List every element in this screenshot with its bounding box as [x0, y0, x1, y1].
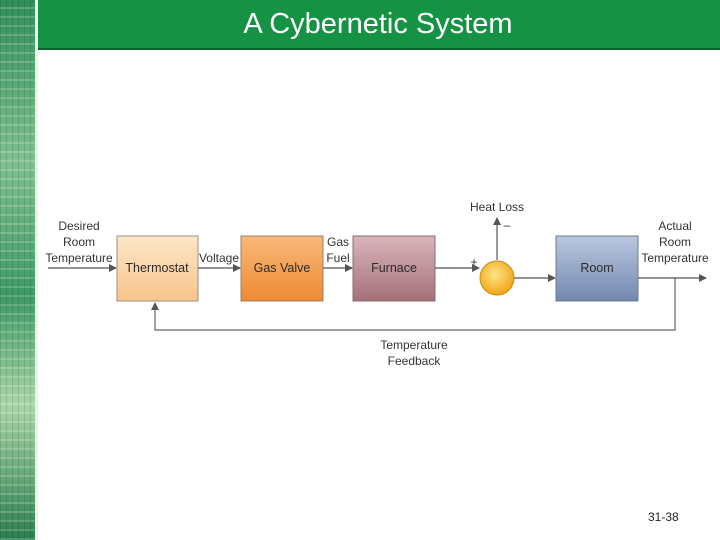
thermostat-block	[116, 235, 199, 302]
heat-loss-label: Heat Loss	[470, 200, 524, 214]
voltage-label: Voltage	[199, 251, 239, 265]
title-bar: A Cybernetic System	[38, 0, 720, 50]
actual-label-line2: Room	[659, 235, 691, 249]
room-label: Room	[580, 261, 613, 275]
gas-fuel-label-line2: Fuel	[326, 251, 349, 265]
furnace-label: Furnace	[371, 261, 417, 275]
summing-junction	[479, 260, 515, 296]
slide-title: A Cybernetic System	[243, 8, 513, 40]
gas-valve-block	[240, 235, 324, 302]
actual-label-line3: Temperature	[641, 251, 709, 265]
gas-fuel-label-line1: Gas	[327, 235, 349, 249]
desired-label-line1: Desired	[58, 219, 99, 233]
slide-number: 31-38	[648, 510, 679, 524]
actual-label-line1: Actual	[658, 219, 691, 233]
room-block	[555, 235, 639, 302]
feedback-label-line1: Temperature	[380, 338, 448, 352]
feedback-loop-arrow	[151, 278, 676, 331]
plus-sign: +	[470, 255, 477, 269]
furnace-block	[352, 235, 436, 302]
feedback-label-line2: Feedback	[388, 354, 442, 368]
desired-label-line2: Room	[63, 235, 95, 249]
desired-label-line3: Temperature	[45, 251, 113, 265]
minus-sign: –	[504, 218, 511, 232]
gas-valve-label: Gas Valve	[254, 261, 311, 275]
decorative-side-strip	[0, 0, 38, 540]
thermostat-label: Thermostat	[125, 261, 189, 275]
